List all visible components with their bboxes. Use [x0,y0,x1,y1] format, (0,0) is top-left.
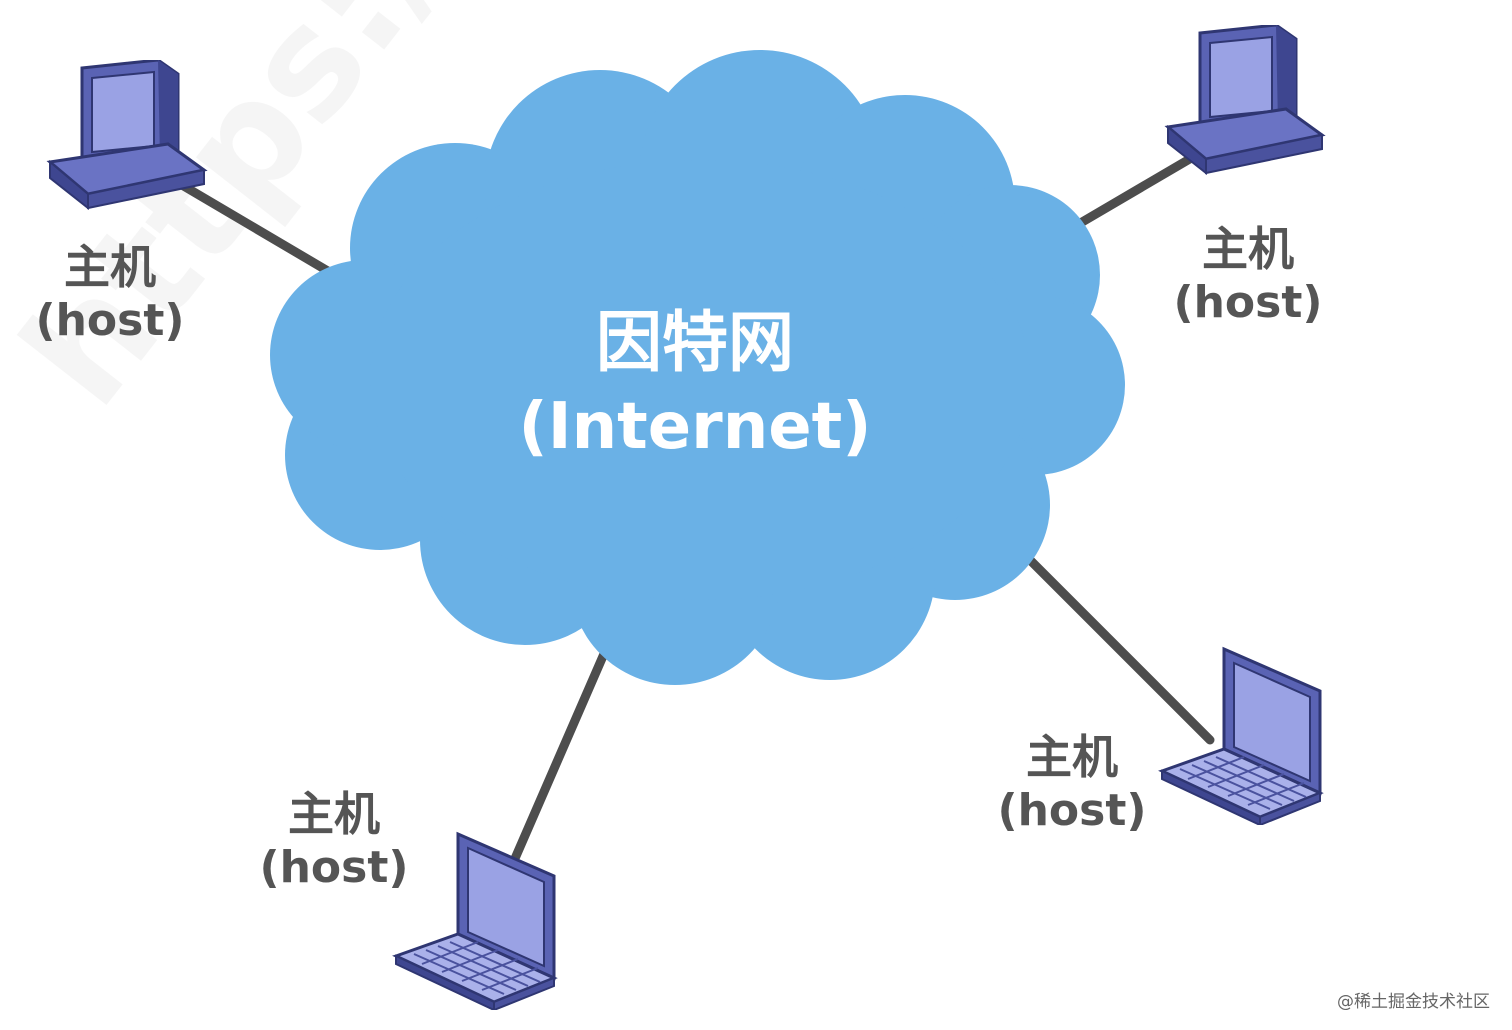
cloud-title-en: (Internet) [518,389,872,464]
host-label-en: (host) [1173,277,1323,329]
laptop-icon [1160,647,1322,825]
host-label-bottom-left: 主机 (host) [234,787,434,895]
link-bottom-left [505,635,615,875]
host-label-zh: 主机 [64,240,156,294]
host-label-bottom-right: 主机 (host) [972,730,1172,838]
host-label-top-right: 主机 (host) [1148,222,1348,330]
host-label-en: (host) [35,295,185,347]
link-bottom-right [995,525,1215,745]
host-label-zh: 主机 [288,787,380,841]
desktop-computer-icon [48,60,206,210]
cloud-title-zh: 因特网 [596,304,794,381]
host-label-zh: 主机 [1202,222,1294,276]
host-label-en: (host) [259,842,409,894]
host-label-en: (host) [997,785,1147,837]
cloud-label: 因特网 (Internet) [480,300,910,469]
desktop-computer-icon [1166,25,1324,175]
host-label-top-left: 主机 (host) [10,240,210,348]
internet-cloud [270,50,1125,685]
credit-text: @稀土掘金技术社区 [1337,992,1490,1012]
link-top-right [1055,145,1210,240]
host-label-zh: 主机 [1026,730,1118,784]
